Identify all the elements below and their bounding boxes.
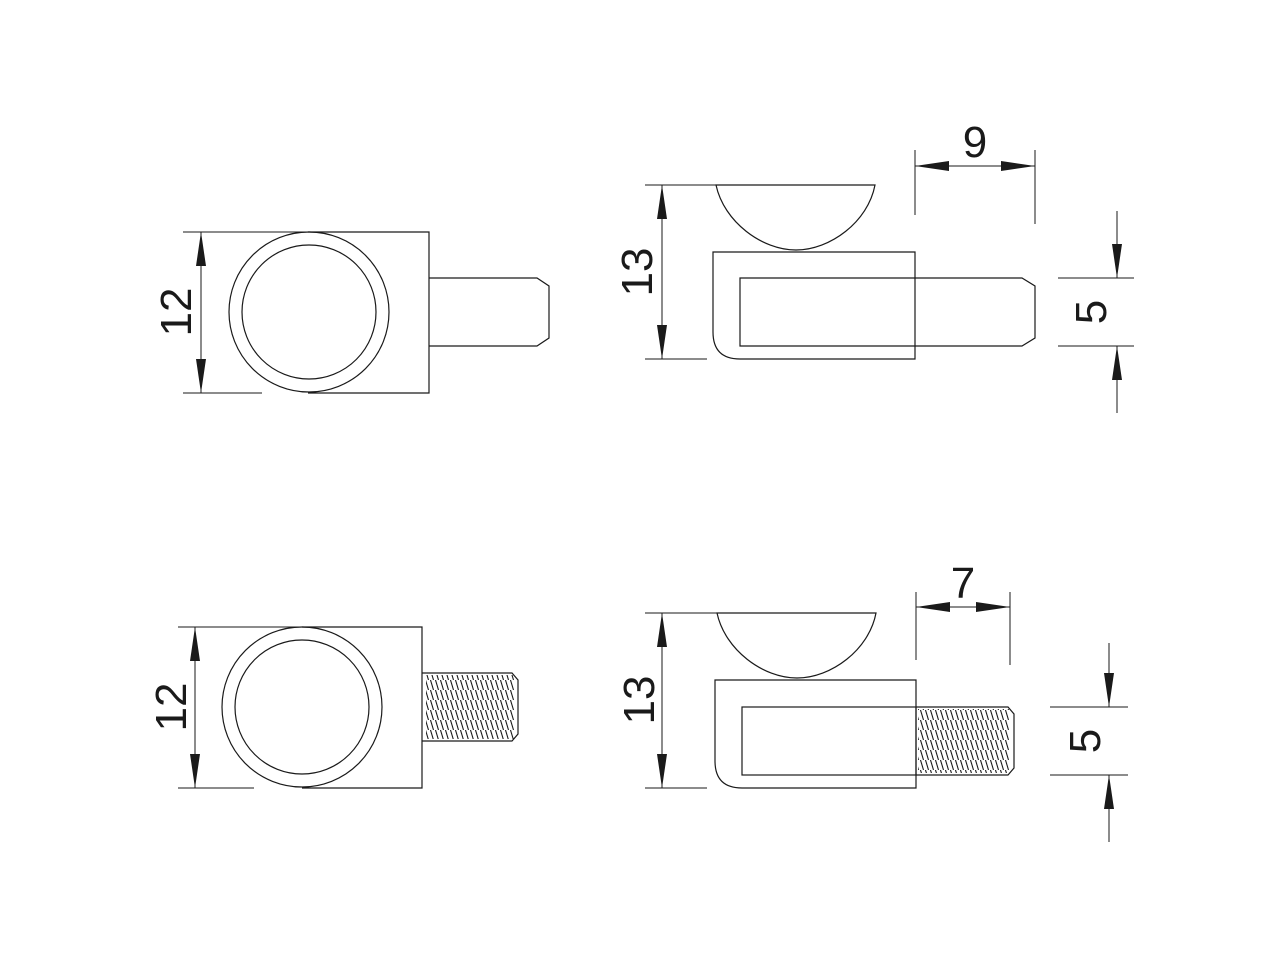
dim-height-12: 12	[147, 626, 302, 789]
view-top-right-pin-side: 13 9 5	[613, 118, 1134, 413]
body-outline	[714, 679, 917, 789]
dim-pin-length-9: 9	[914, 118, 1036, 224]
view-bottom-left-threaded-front: 12	[147, 626, 519, 789]
dim-label: 7	[951, 559, 975, 608]
dim-thread-diameter-5: 5	[1050, 643, 1128, 842]
dim-pin-diameter-5: 5	[1058, 211, 1134, 413]
dim-label: 5	[1061, 729, 1110, 753]
dim-label: 9	[963, 118, 987, 167]
dim-label: 5	[1067, 300, 1116, 324]
outer-ring	[228, 231, 390, 393]
dome	[715, 184, 876, 251]
dim-label: 13	[613, 248, 662, 297]
smooth-pin	[739, 277, 1036, 347]
body-outline	[302, 626, 423, 789]
dim-label: 12	[147, 683, 196, 732]
smooth-pin	[429, 277, 550, 347]
threaded-stud	[916, 706, 1015, 776]
dome	[716, 612, 877, 679]
dim-height-13: 13	[615, 612, 717, 789]
inner-ring	[234, 639, 370, 775]
view-bottom-right-threaded-side: 13 7 5	[615, 559, 1128, 842]
view-top-left-pin-front: 12	[152, 231, 550, 394]
body-outline	[308, 231, 430, 394]
dim-label: 12	[152, 288, 201, 337]
outer-ring	[221, 626, 383, 788]
threaded-stud	[422, 672, 519, 742]
dim-label: 13	[615, 676, 664, 725]
dim-thread-length-7: 7	[915, 559, 1011, 665]
body-outline	[712, 251, 916, 360]
inner-ring	[241, 244, 377, 380]
dim-height-12: 12	[152, 231, 308, 394]
dim-height-13: 13	[613, 184, 716, 360]
inner-slot	[741, 706, 917, 776]
